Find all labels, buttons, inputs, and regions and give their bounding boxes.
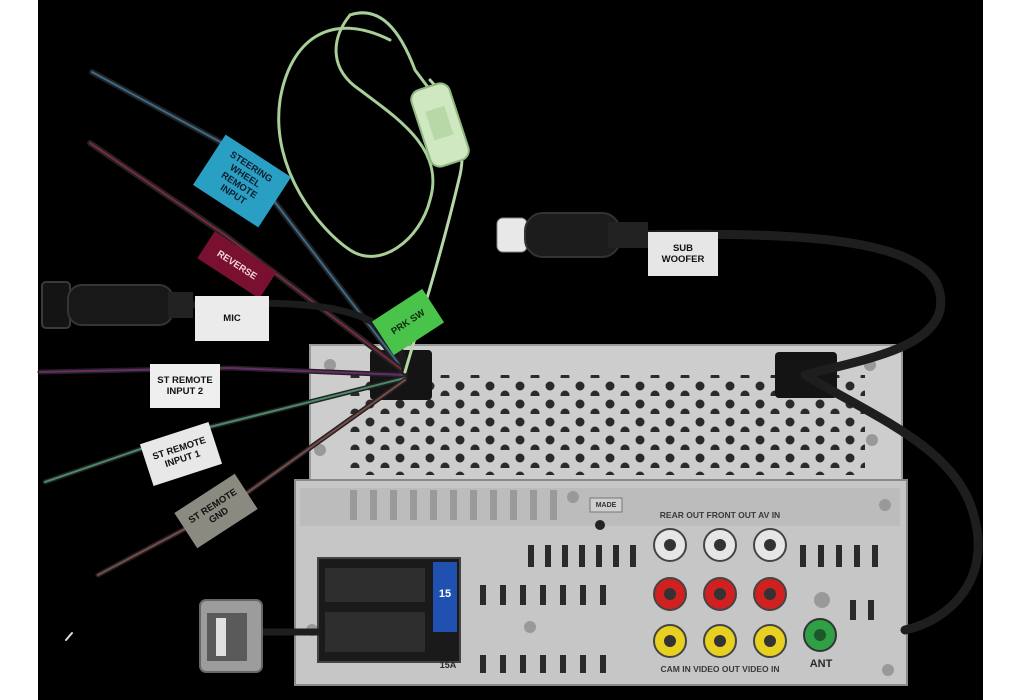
tag-st-remote-input-2: ST REMOTE INPUT 2: [150, 364, 220, 408]
subwoofer-rca-plug: [496, 212, 648, 258]
tag-sub-woofer: SUB WOOFER: [648, 232, 718, 276]
panel-badge: MADE: [595, 501, 617, 509]
tag-mic: MIC: [195, 296, 269, 341]
panel-label-bottom-row: CAM IN VIDEO OUT VIDEO IN: [660, 663, 780, 674]
inline-fuse-holder: [410, 82, 470, 168]
chassis-connector-panel: [294, 479, 908, 686]
mic-jack: [41, 281, 193, 329]
chassis-top-plate: [309, 344, 903, 486]
rca-jacks: [653, 528, 837, 658]
panel-label-ant: ANT: [809, 657, 833, 670]
iso-harness-connector: [317, 557, 461, 663]
fuse: [433, 562, 457, 632]
panel-label-top-row: REAR OUT FRONT OUT AV IN: [659, 509, 781, 520]
fuse-label: 15: [438, 587, 452, 600]
fuse-rating-label: 15A: [439, 659, 457, 670]
usb-plug: [199, 599, 263, 673]
